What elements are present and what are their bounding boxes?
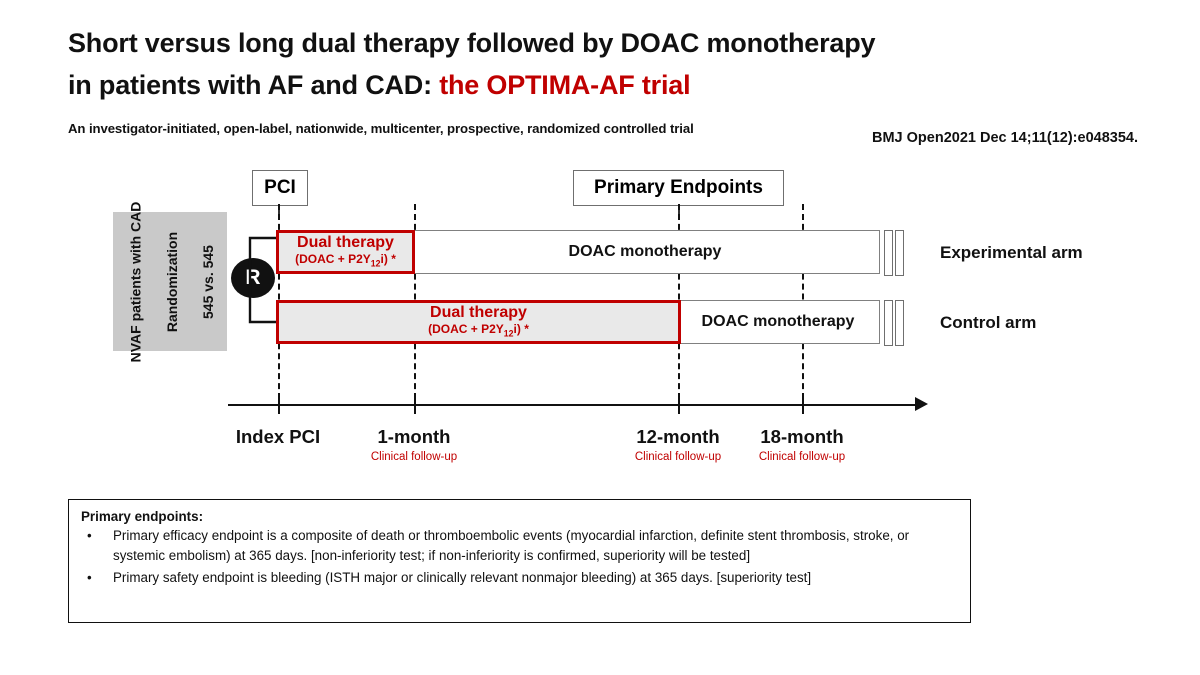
timeline-label-12-month-sub: Clinical follow-up <box>634 451 722 463</box>
exp-detail-prefix: (DOAC + P2Y <box>295 252 371 267</box>
exp-detail-sub: 12 <box>370 258 381 269</box>
timeline-label-18-month-main: 18-month <box>760 426 844 447</box>
timeline-axis <box>228 404 918 406</box>
timeline-axis-arrowhead <box>915 397 928 411</box>
experimental-arm-dual-title: Dual therapy <box>297 234 394 252</box>
control-arm-dual-bar: Dual therapy (DOAC + P2Y12i) * <box>276 300 681 344</box>
randomization-text-col-1: NVAF patients with CAD <box>116 201 154 362</box>
control-arm-label: Control arm <box>940 313 1037 332</box>
randomization-text-col-2: Randomization <box>153 213 191 350</box>
experimental-arm-label: Experimental arm <box>940 243 1083 262</box>
control-arm-break-mark-1 <box>884 300 893 346</box>
primary-endpoints-item-efficacy-text: Primary efficacy endpoint is a composite… <box>113 528 910 564</box>
experimental-arm-break-mark-2 <box>895 230 904 276</box>
randomization-label-allocation: 545 vs. 545 <box>200 244 216 319</box>
exp-detail-suffix: i) * <box>380 252 396 267</box>
timeline-label-1-month-sub: Clinical follow-up <box>370 451 458 463</box>
timeline-label-1-month-main: 1-month <box>377 426 451 447</box>
primary-endpoints-panel-title: Primary endpoints: <box>81 509 204 524</box>
ctl-detail-sub: 12 <box>503 328 514 339</box>
title-line-1: Short versus long dual therapy followed … <box>68 28 876 58</box>
tick-index-pci <box>278 395 280 414</box>
experimental-arm-mono-bar: DOAC monotherapy <box>410 230 880 274</box>
experimental-arm-mono-label: DOAC monotherapy <box>568 243 722 261</box>
control-arm-mono-bar: DOAC monotherapy <box>676 300 880 344</box>
tick-1-month <box>414 395 416 414</box>
primary-endpoints-item-safety: • Primary safety endpoint is bleeding (I… <box>81 568 958 588</box>
subtitle: An investigator-initiated, open-label, n… <box>68 121 694 136</box>
primary-endpoints-item-efficacy: • Primary efficacy endpoint is a composi… <box>81 526 958 567</box>
timeline-label-1-month: 1-month Clinical follow-up <box>324 426 504 463</box>
control-arm-mono-label: DOAC monotherapy <box>701 313 855 331</box>
timeline-label-18-month-sub: Clinical follow-up <box>758 451 846 463</box>
experimental-arm-dual-bar: Dual therapy (DOAC + P2Y12i) * <box>276 230 415 274</box>
primary-endpoints-item-safety-text: Primary safety endpoint is bleeding (IST… <box>113 569 812 585</box>
timeline-label-index-pci-main: Index PCI <box>235 426 321 447</box>
timeline-label-18-month: 18-month Clinical follow-up <box>712 426 892 463</box>
timeline-label-12-month: 12-month Clinical follow-up <box>588 426 768 463</box>
experimental-arm-dual-detail: (DOAC + P2Y12i) * <box>295 253 396 269</box>
primary-endpoints-panel: Primary endpoints: • Primary efficacy en… <box>68 499 971 623</box>
randomization-node: R <box>231 258 275 298</box>
control-arm-dual-title: Dual therapy <box>430 304 527 322</box>
experimental-arm-break-mark-1 <box>884 230 893 276</box>
trial-design-diagram: NVAF patients with CAD Randomization 545… <box>0 150 1200 480</box>
randomization-label-population: NVAF patients with CAD <box>127 201 143 362</box>
randomization-label-process: Randomization <box>164 231 180 332</box>
randomization-text-col-3: 545 vs. 545 <box>189 213 227 350</box>
timeline-label-12-month-main: 12-month <box>636 426 720 447</box>
title-block: Short versus long dual therapy followed … <box>68 26 1068 102</box>
bullet-icon: • <box>87 528 92 543</box>
timeline-label-index-pci: Index PCI <box>188 426 368 451</box>
primary-endpoints-box: Primary Endpoints <box>573 170 784 206</box>
tick-18-month <box>802 395 804 414</box>
pci-box: PCI <box>252 170 308 206</box>
control-arm-break-mark-2 <box>895 300 904 346</box>
ctl-detail-prefix: (DOAC + P2Y <box>428 322 504 337</box>
title-trial-name: the OPTIMA-AF trial <box>439 70 691 100</box>
randomization-block: NVAF patients with CAD Randomization 545… <box>113 201 227 362</box>
citation: BMJ Open2021 Dec 14;11(12):e048354. <box>872 130 1138 146</box>
title-line-2: in patients with AF and CAD: the OPTIMA-… <box>68 68 1068 102</box>
tick-12-month <box>678 395 680 414</box>
title-line-2-plain: in patients with AF and CAD: <box>68 70 440 100</box>
control-arm-dual-detail: (DOAC + P2Y12i) * <box>428 323 529 339</box>
bullet-icon: • <box>87 569 92 585</box>
ctl-detail-suffix: i) * <box>513 322 529 337</box>
